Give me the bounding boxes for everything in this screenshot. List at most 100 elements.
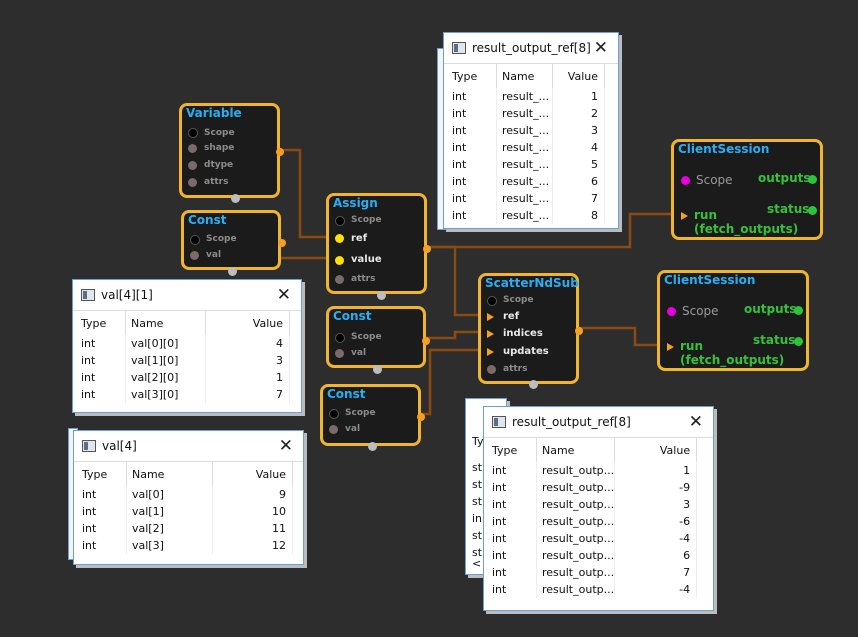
table-cell: 6 bbox=[614, 547, 698, 564]
ref-pin[interactable] bbox=[335, 234, 344, 243]
scope-pin[interactable] bbox=[681, 176, 690, 185]
column-header[interactable]: Type bbox=[487, 438, 537, 462]
column-header[interactable]: Value bbox=[212, 462, 293, 486]
node-const[interactable]: Const Scope val bbox=[181, 210, 286, 276]
scroll-left-arrow[interactable]: < bbox=[472, 557, 482, 570]
column-header[interactable]: Value bbox=[205, 311, 290, 335]
window-titlebar[interactable]: result_output_ref[8] ✕ bbox=[444, 33, 618, 64]
node-client-session[interactable]: ClientSession Scope outputs status run (… bbox=[657, 270, 809, 371]
close-icon[interactable]: ✕ bbox=[278, 436, 293, 456]
column-header[interactable]: Name bbox=[125, 311, 206, 335]
bottom-pin[interactable] bbox=[373, 365, 382, 374]
window-titlebar[interactable]: val[4] ✕ bbox=[74, 431, 303, 462]
column-header[interactable]: Value bbox=[552, 64, 605, 88]
column-header[interactable]: Name bbox=[536, 438, 616, 462]
val-pin[interactable] bbox=[190, 251, 199, 260]
val-pin[interactable] bbox=[329, 425, 338, 434]
window-titlebar[interactable]: result_output_ref[8] ✕ bbox=[484, 407, 713, 438]
port-label: Scope bbox=[206, 234, 237, 244]
column-header[interactable]: Name bbox=[496, 64, 553, 88]
scope-pin[interactable] bbox=[190, 235, 200, 245]
updates-pin[interactable] bbox=[487, 348, 494, 356]
scope-pin[interactable] bbox=[335, 216, 345, 226]
scope-pin[interactable] bbox=[667, 307, 676, 316]
behind-row: st bbox=[472, 495, 483, 508]
column-header[interactable]: Type bbox=[77, 462, 127, 486]
output-pin[interactable] bbox=[575, 327, 583, 335]
value-pin[interactable] bbox=[335, 256, 344, 265]
node-client-session[interactable]: ClientSession Scope outputs status run (… bbox=[671, 139, 823, 240]
node-const[interactable]: Const Scope val bbox=[326, 306, 430, 374]
dtype-pin[interactable] bbox=[188, 161, 197, 170]
window-titlebar[interactable]: val[4][1] ✕ bbox=[73, 280, 301, 311]
run-pin[interactable] bbox=[667, 343, 674, 351]
node-scatter-nd-sub[interactable]: ScatterNdSub Scope ref indices updates a… bbox=[478, 273, 583, 389]
output-pin[interactable] bbox=[417, 413, 425, 421]
scope-pin[interactable] bbox=[329, 409, 339, 419]
indices-pin[interactable] bbox=[487, 330, 494, 338]
outputs-pin[interactable] bbox=[794, 306, 803, 315]
column-header[interactable]: Value bbox=[614, 438, 698, 462]
bottom-pin[interactable] bbox=[228, 267, 237, 276]
close-icon[interactable]: ✕ bbox=[688, 412, 703, 432]
node-const[interactable]: Const Scope val bbox=[320, 384, 425, 451]
run-pin[interactable] bbox=[681, 212, 688, 220]
val-pin[interactable] bbox=[335, 349, 344, 358]
close-icon[interactable]: ✕ bbox=[276, 285, 291, 305]
outputs-pin[interactable] bbox=[808, 175, 817, 184]
bottom-pin[interactable] bbox=[529, 380, 538, 389]
scope-pin[interactable] bbox=[335, 333, 345, 343]
close-icon[interactable]: ✕ bbox=[593, 38, 608, 58]
output-pin[interactable] bbox=[278, 239, 286, 247]
shape-pin[interactable] bbox=[188, 144, 197, 153]
ref-pin[interactable] bbox=[487, 313, 494, 321]
table-cell: int bbox=[447, 88, 497, 105]
scope-pin[interactable] bbox=[188, 128, 198, 138]
node-variable[interactable]: Variable Scope shape dtype attrs bbox=[179, 103, 284, 203]
column-header[interactable]: Type bbox=[76, 311, 126, 335]
bottom-pin[interactable] bbox=[368, 442, 377, 451]
output-pin[interactable] bbox=[422, 337, 430, 345]
column-header[interactable]: Type bbox=[447, 64, 497, 88]
output-pin[interactable] bbox=[423, 245, 431, 253]
output-pin[interactable] bbox=[276, 148, 284, 156]
node-assign[interactable]: Assign Scope ref value attrs bbox=[326, 193, 431, 300]
attrs-pin[interactable] bbox=[188, 178, 197, 187]
status-pin[interactable] bbox=[808, 206, 817, 215]
attrs-pin[interactable] bbox=[487, 365, 496, 374]
status-pin[interactable] bbox=[794, 337, 803, 346]
attrs-pin[interactable] bbox=[335, 275, 344, 284]
column-header[interactable]: Name bbox=[126, 462, 213, 486]
bottom-pin[interactable] bbox=[377, 291, 386, 300]
scope-pin[interactable] bbox=[487, 296, 497, 306]
bottom-pin[interactable] bbox=[231, 194, 240, 203]
